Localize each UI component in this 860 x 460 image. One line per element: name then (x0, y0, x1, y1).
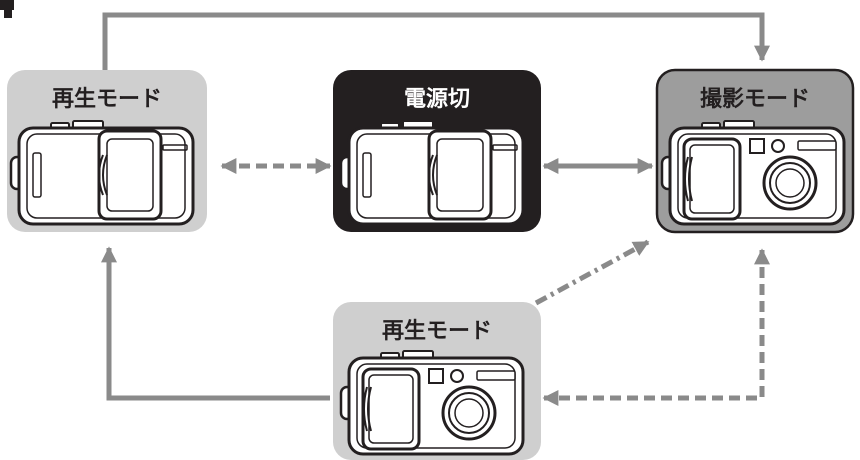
camera-icon (339, 349, 525, 456)
playback-mode-box-bottom: 再生モード (333, 302, 541, 460)
arrow-bottom-to-shooting-dashdot (534, 239, 650, 306)
corner-pictogram-icon (0, 0, 14, 18)
camera-icon (9, 119, 195, 226)
playback-mode-label: 再生モード (382, 319, 492, 344)
shooting-mode-label: 撮影モード (700, 86, 810, 112)
playback-mode-label: 再生モード (52, 87, 162, 112)
playback-mode-box-top: 再生モード (7, 70, 207, 232)
arrow-bottom-to-playback (100, 246, 330, 401)
camera-icon (660, 119, 846, 226)
power-off-label: 電源切 (404, 87, 470, 112)
arrow-top-loop (102, 12, 771, 84)
power-off-box: 電源切 (333, 70, 541, 232)
shooting-mode-box: 撮影モード (655, 68, 855, 234)
arrow-shooting-to-bottom-dotted (542, 248, 771, 407)
camera-icon (339, 119, 525, 226)
